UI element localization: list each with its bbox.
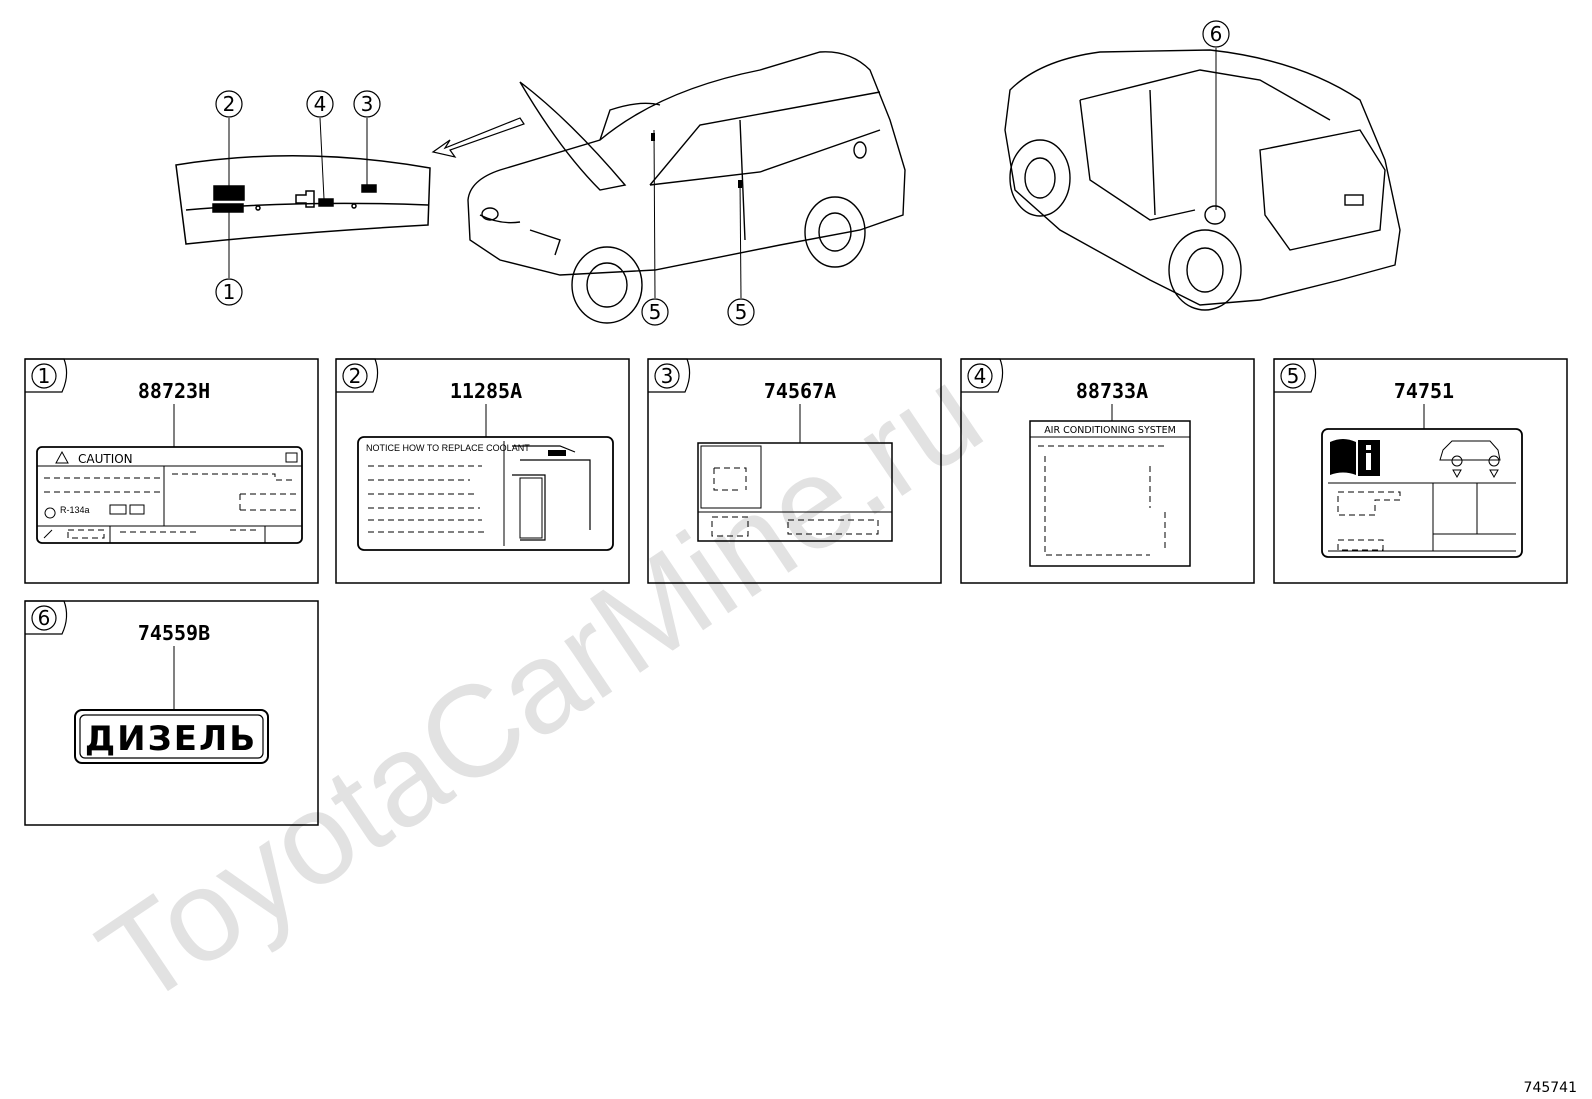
svg-text:2: 2 [223,92,236,116]
hood-illustration [175,154,431,245]
warning-triangle-icon [55,450,69,464]
svg-text:R-134a: R-134a [60,505,90,515]
panel-5: 5 74751 [1273,358,1568,584]
part-number: 74751 [1394,379,1454,403]
callout-5-side: 5 [727,298,755,326]
gear-icon [44,507,56,519]
aircon-label: AIR CONDITIONING SYSTEM [1029,420,1191,567]
svg-text:NOTICE HOW TO REPLACE COOLANT: NOTICE HOW TO REPLACE COOLANT [366,443,530,453]
callout-2: 2 [215,90,243,118]
part-number: 74559B [138,621,210,645]
car-front-illustration [467,51,906,324]
svg-text:AIR CONDITIONING SYSTEM: AIR CONDITIONING SYSTEM [1044,425,1176,436]
panel-index: 2 [349,364,362,388]
part-number: 88723H [138,379,210,403]
part-number: 74567A [764,379,836,403]
part-number: 88733A [1076,379,1148,403]
manual-book-icon [1330,439,1380,476]
svg-text:4: 4 [314,92,327,116]
caution-label: CAUTION R-134a [36,446,303,544]
svg-text:5: 5 [735,300,748,324]
part-number: 11285A [450,379,522,403]
panel-index: 5 [1287,364,1300,388]
coolant-label: NOTICE HOW TO REPLACE COOLANT [357,436,614,551]
callout-3: 3 [353,90,381,118]
callout-4: 4 [306,90,334,118]
car-rear-illustration [1004,49,1401,311]
panel-index: 3 [661,364,674,388]
tire-info-label [1321,428,1523,558]
svg-text:1: 1 [223,280,236,304]
overview-callouts: 2 4 3 1 5 5 6 [215,20,1230,326]
svg-text:3: 3 [361,92,374,116]
panel-2: 2 11285A NOTICE HOW TO REPLACE COOLANT [335,358,630,584]
svg-text:ДИЗЕЛЬ: ДИЗЕЛЬ [85,719,257,759]
figure-code: 745741 [1524,1080,1577,1096]
svg-text:6: 6 [1210,22,1223,46]
panel-index: 1 [38,364,51,388]
diesel-label: ДИЗЕЛЬ [74,709,269,764]
blank-label-74567A [697,442,893,542]
panel-index: 6 [38,606,51,630]
panel-4: 4 88733A AIR CONDITIONING SYSTEM [960,358,1255,584]
panel-index: 4 [974,364,987,388]
svg-text:CAUTION: CAUTION [78,452,133,466]
callout-6: 6 [1202,20,1230,48]
panel-3: 3 74567A [647,358,942,584]
panel-1: 1 88723H CAUTION R-134a [24,358,319,584]
car-tire-icon [1439,440,1501,479]
svg-text:5: 5 [649,300,662,324]
pointer-arrow-icon [431,117,525,158]
callout-5-front: 5 [641,298,669,326]
panel-6: 6 74559B ДИЗЕЛЬ [24,600,319,826]
callout-1: 1 [215,278,243,306]
